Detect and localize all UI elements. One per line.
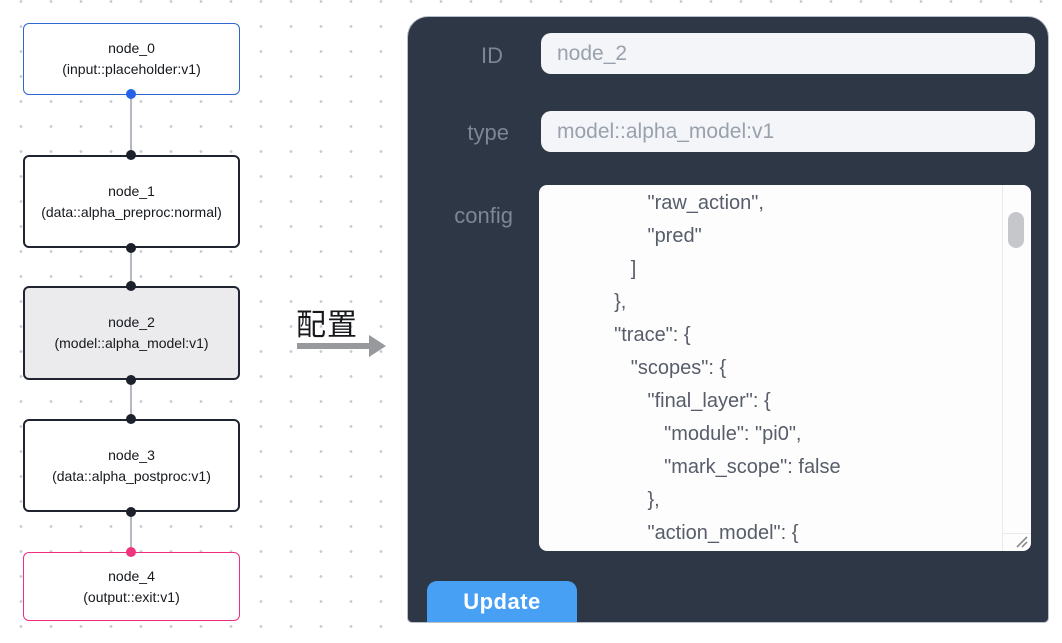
node-subtitle: (data::alpha_preproc:normal) (41, 203, 222, 220)
update-button[interactable]: Update (427, 581, 577, 622)
node-title: node_2 (108, 314, 155, 330)
type-field-label: type (467, 120, 509, 145)
node-subtitle: (data::alpha_postproc:v1) (52, 467, 211, 484)
id-input[interactable] (541, 33, 1035, 74)
resize-grip-icon[interactable] (1013, 533, 1029, 549)
connection-handle-node1-out[interactable] (126, 243, 136, 253)
flow-node-node2-selected[interactable]: node_2 (model::alpha_model:v1) (23, 286, 240, 380)
whitespace (408, 622, 1062, 643)
node-subtitle: (model::alpha_model:v1) (54, 335, 209, 351)
connection-handle-node3-out[interactable] (126, 507, 136, 517)
edge-node1-node2 (130, 249, 132, 286)
connection-handle-node4-in[interactable] (126, 547, 136, 557)
right-arrow-shaft (297, 343, 369, 349)
type-input[interactable] (541, 111, 1035, 152)
flow-node-node3[interactable]: node_3 (data::alpha_postproc:v1) (23, 419, 240, 512)
config-field-label: config (454, 203, 513, 228)
scrollbar-corner-divider (1002, 533, 1031, 534)
edge-node3-node4 (130, 513, 132, 552)
node-config-panel: ID type config "raw_action", "pred" ] },… (408, 17, 1048, 622)
config-json-text: "raw_action", "pred" ] }, "trace": { "sc… (614, 192, 841, 544)
node-subtitle: (output::exit:v1) (83, 588, 180, 605)
node-title: node_0 (108, 40, 155, 56)
connection-handle-node0-out[interactable] (126, 89, 136, 99)
connection-handle-node2-in[interactable] (126, 281, 136, 291)
edge-node0-node1 (130, 95, 132, 155)
node-title: node_4 (108, 567, 155, 584)
right-arrow-head (369, 335, 386, 357)
connection-handle-node3-in[interactable] (126, 414, 136, 424)
scrollbar-track-divider (1002, 185, 1003, 551)
node-title: node_3 (108, 446, 155, 463)
edge-node2-node3 (130, 381, 132, 419)
flow-node-node1[interactable]: node_1 (data::alpha_preproc:normal) (23, 155, 240, 248)
node-title: node_1 (108, 182, 155, 199)
configure-arrow-label: 配置 (296, 309, 358, 342)
id-field-label: ID (481, 43, 503, 68)
connection-handle-node1-in[interactable] (126, 150, 136, 160)
connection-handle-node2-out[interactable] (126, 375, 136, 385)
flow-node-node0[interactable]: node_0 (input::placeholder:v1) (23, 23, 240, 95)
flow-node-node4[interactable]: node_4 (output::exit:v1) (23, 552, 240, 621)
node-subtitle: (input::placeholder:v1) (62, 61, 201, 77)
config-json-textarea[interactable]: "raw_action", "pred" ] }, "trace": { "sc… (539, 185, 1031, 551)
scrollbar-thumb[interactable] (1008, 212, 1024, 248)
